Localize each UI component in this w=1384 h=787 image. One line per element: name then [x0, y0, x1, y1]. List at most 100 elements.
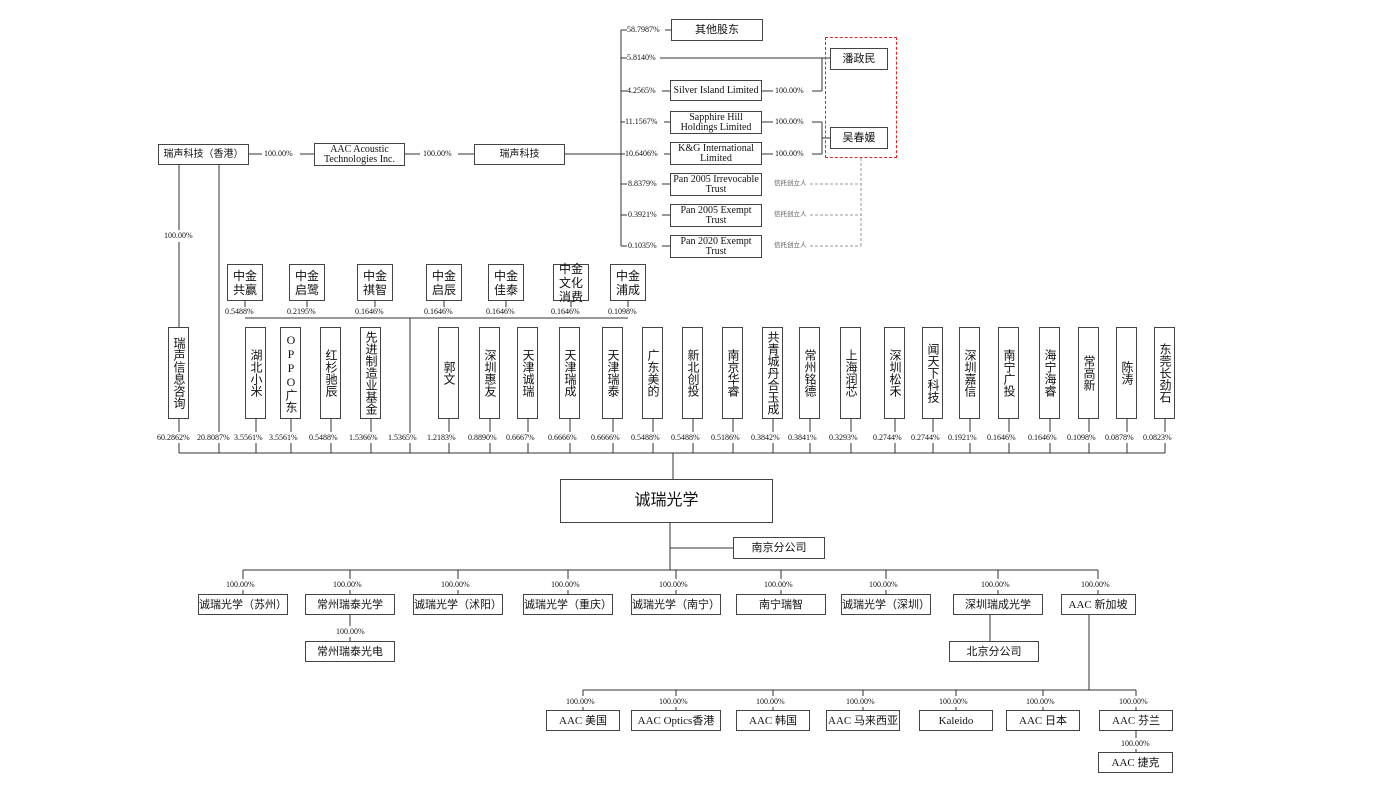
zhongjin-fund-pct: 0.1646%	[424, 307, 453, 317]
shareholder-pct: 0.2744%	[873, 433, 902, 443]
shareholder-pct: 0.8890%	[468, 433, 497, 443]
shareholder-box: 东莞长劲石	[1154, 327, 1175, 419]
pan-zhengmin-box: 潘政民	[830, 48, 888, 70]
shareholder-pct: 0.6667%	[506, 433, 535, 443]
trust-irrevocable-box: Pan 2005 Irrevocable Trust	[670, 173, 762, 196]
aac-sg-subsidiary-pct: 100.00%	[756, 697, 785, 707]
shareholder-pct: 3.5561%	[269, 433, 298, 443]
shareholder-pct: 3.5561%	[234, 433, 263, 443]
changzhou-ruitai-guangdian-box: 常州瑞泰光电	[305, 641, 395, 662]
shareholder-pct: 60.2862%	[157, 433, 190, 443]
zhongjin-fund-pct: 0.1646%	[486, 307, 515, 317]
zhongjin-fund-box: 中金祺智	[357, 264, 393, 301]
shareholder-pct: 0.1646%	[987, 433, 1016, 443]
zhongjin-fund-box: 中金文化消费	[553, 262, 589, 304]
shareholder-pct: 0.5488%	[671, 433, 700, 443]
shareholder-box: 深圳惠友	[479, 327, 500, 419]
shareholder-box: 天津瑞泰	[602, 327, 623, 419]
shareholder-pct: 0.3842%	[751, 433, 780, 443]
shareholder-box: 先进制造业基金	[360, 327, 381, 419]
zhongjin-fund-pct: 0.1646%	[355, 307, 384, 317]
zhongjin-fund-box: 中金启辰	[426, 264, 462, 301]
shareholder-pct: 0.0823%	[1143, 433, 1172, 443]
shareholder-box: 常高新	[1078, 327, 1099, 419]
subsidiary-pct: 100.00%	[764, 580, 793, 590]
ruisheng-keji-pct: 100.00%	[423, 149, 452, 159]
aac-sg-subsidiary-pct: 100.00%	[659, 697, 688, 707]
shareholder-box: OPPO广东	[280, 327, 301, 419]
trust-2005-exempt-pct: 0.3921%	[628, 210, 657, 220]
zhongjin-fund-pct: 0.5488%	[225, 307, 254, 317]
shareholder-box: 红杉驰辰	[320, 327, 341, 419]
shareholder-box: 陈涛	[1116, 327, 1137, 419]
shareholder-pct: 1.2183%	[427, 433, 456, 443]
aac-sg-subsidiary-pct: 100.00%	[1119, 697, 1148, 707]
aac-sg-subsidiary-pct: 100.00%	[939, 697, 968, 707]
subsidiary-box: 诚瑞光学（苏州）	[198, 594, 288, 615]
aac-czech-box: AAC 捷克	[1098, 752, 1173, 773]
beijing-branch-box: 北京分公司	[949, 641, 1039, 662]
pan-direct-pct: 5.8140%	[627, 53, 656, 63]
aac-acoustic-pct: 100.00%	[264, 149, 293, 159]
shareholder-box: 海宁海睿	[1039, 327, 1060, 419]
shareholder-box: 闻天下科技	[922, 327, 943, 419]
zhongjin-fund-pct: 0.1646%	[551, 307, 580, 317]
aac-sg-subsidiary-box: AAC 韩国	[736, 710, 810, 731]
kg-international-pct: 10.6406%	[625, 149, 658, 159]
ruisheng-hk-box: 瑞声科技（香港）	[158, 144, 249, 165]
aac-czech-pct: 100.00%	[1121, 739, 1150, 749]
shareholder-pct: 0.3293%	[829, 433, 858, 443]
aac-sg-subsidiary-pct: 100.00%	[846, 697, 875, 707]
aac-sg-subsidiary-pct: 100.00%	[1026, 697, 1055, 707]
trust-2020-exempt-pct: 0.1035%	[628, 241, 657, 251]
subsidiary-box: 诚瑞光学（沭阳）	[413, 594, 503, 615]
sapphire-hill-owner-pct: 100.00%	[775, 117, 804, 127]
shareholder-pct: 0.6666%	[591, 433, 620, 443]
trust-irrevocable-settlor: 信托创立人	[774, 180, 807, 188]
shareholder-box: 湖北小米	[245, 327, 266, 419]
subsidiary-box: 诚瑞光学（南宁）	[631, 594, 721, 615]
shareholder-box: 共青城丹合玉成	[762, 327, 783, 419]
aac-sg-subsidiary-box: AAC 芬兰	[1099, 710, 1173, 731]
zhongjin-fund-pct: 0.1098%	[608, 307, 637, 317]
aac-sg-subsidiary-box: AAC 马来西亚	[826, 710, 900, 731]
subsidiary-box: AAC 新加坡	[1060, 594, 1136, 615]
shareholder-box: 南宁广投	[998, 327, 1019, 419]
ruisheng-xinxi-pct: 100.00%	[164, 231, 193, 241]
ruisheng-keji-box: 瑞声科技	[474, 144, 565, 165]
zhongjin-fund-box: 中金启鹭	[289, 264, 325, 301]
shareholder-box: 常州铭德	[799, 327, 820, 419]
shareholder-pct: 20.8087%	[197, 433, 230, 443]
silver-island-pct: 4.2565%	[627, 86, 656, 96]
wu-chunyuan-box: 吴春媛	[830, 127, 888, 149]
aac-acoustic-box: AAC Acoustic Technologies Inc.	[314, 143, 405, 166]
trust-2005-exempt-box: Pan 2005 Exempt Trust	[670, 204, 762, 227]
subsidiary-pct: 100.00%	[1081, 580, 1110, 590]
shareholder-box: 天津诚瑞	[517, 327, 538, 419]
shareholder-pct: 0.3841%	[788, 433, 817, 443]
subsidiary-box: 常州瑞泰光学	[305, 594, 395, 615]
subsidiary-box: 诚瑞光学（重庆）	[523, 594, 613, 615]
shareholder-pct: 0.6666%	[548, 433, 577, 443]
shareholder-pct: 1.5365%	[388, 433, 417, 443]
chengrui-optics-box: 诚瑞光学	[560, 479, 773, 523]
shareholder-pct: 1.5366%	[349, 433, 378, 443]
shareholder-box: 深圳松禾	[884, 327, 905, 419]
zhongjin-fund-box: 中金共赢	[227, 264, 263, 301]
aac-sg-subsidiary-box: AAC 美国	[546, 710, 620, 731]
changzhou-ruitai-guangdian-pct: 100.00%	[336, 627, 365, 637]
shareholder-pct: 0.1646%	[1028, 433, 1057, 443]
shareholder-pct: 0.1098%	[1067, 433, 1096, 443]
shareholder-box: 天津瑞成	[559, 327, 580, 419]
shareholder-box: 新北创投	[682, 327, 703, 419]
subsidiary-box: 诚瑞光学（深圳）	[841, 594, 931, 615]
silver-island-box: Silver Island Limited	[670, 80, 762, 101]
aac-sg-subsidiary-box: AAC Optics香港	[631, 710, 721, 731]
other-shareholders-pct: 58.7987%	[627, 25, 660, 35]
subsidiary-box: 深圳瑞成光学	[953, 594, 1043, 615]
shareholder-box: 深圳嘉信	[959, 327, 980, 419]
subsidiary-pct: 100.00%	[441, 580, 470, 590]
sapphire-hill-box: Sapphire Hill Holdings Limited	[670, 111, 762, 134]
aac-sg-subsidiary-pct: 100.00%	[566, 697, 595, 707]
